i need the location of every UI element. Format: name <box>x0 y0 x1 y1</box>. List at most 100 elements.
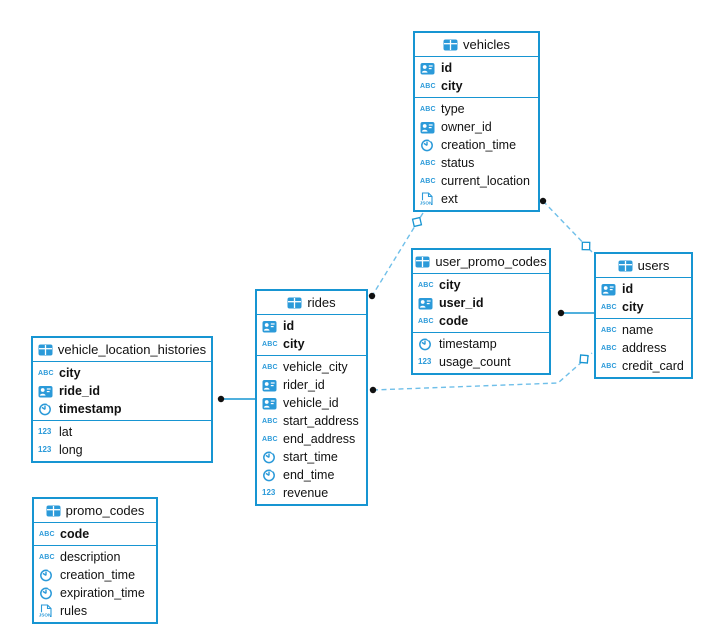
timestamp-icon <box>262 450 279 464</box>
table-header[interactable]: user_promo_codes <box>413 250 549 274</box>
column-name: ext <box>441 192 458 206</box>
column-timestamp[interactable]: timestamp <box>33 400 211 418</box>
relation-dot-marker <box>368 292 376 300</box>
column-name: id <box>283 319 295 333</box>
column-name: type <box>441 102 465 116</box>
timestamp-icon <box>39 586 56 600</box>
table-header[interactable]: rides <box>257 291 366 315</box>
relation-rides-vehicles[interactable] <box>371 212 424 297</box>
column-owner_id[interactable]: owner_id <box>415 118 538 136</box>
column-name: start_address <box>283 414 359 428</box>
column-name: name <box>622 323 654 337</box>
text-icon: ABC <box>601 344 617 352</box>
column-vehicle_id[interactable]: vehicle_id <box>257 394 366 412</box>
table-icon <box>38 344 53 356</box>
column-start_time[interactable]: start_time <box>257 448 366 466</box>
column-id[interactable]: id <box>257 317 366 335</box>
table-header[interactable]: vehicles <box>415 33 538 57</box>
column-name: revenue <box>283 486 329 500</box>
column-user_id[interactable]: user_id <box>413 294 549 312</box>
column-name: rules <box>60 604 88 618</box>
uuid-icon <box>418 297 435 310</box>
column-name: usage_count <box>439 355 511 369</box>
uuid-icon <box>420 62 437 75</box>
relation-dot-marker <box>557 309 565 317</box>
timestamp-icon <box>38 402 55 416</box>
table-header[interactable]: vehicle_location_histories <box>33 338 211 362</box>
timestamp-icon <box>262 468 279 482</box>
column-end_time[interactable]: end_time <box>257 466 366 484</box>
relation-dot-marker <box>539 197 547 205</box>
column-timestamp[interactable]: timestamp <box>413 335 549 353</box>
column-name: long <box>59 443 83 457</box>
table-name: vehicle_location_histories <box>57 342 207 357</box>
number-icon: 123 <box>262 488 276 497</box>
relation-diamond-marker <box>581 241 591 251</box>
column-ride_id[interactable]: ride_id <box>33 382 211 400</box>
table-header[interactable]: users <box>596 254 691 278</box>
column-name: user_id <box>439 296 484 310</box>
column-name: creation_time <box>441 138 517 152</box>
table-name: rides <box>307 295 336 310</box>
relation-diamond-marker <box>579 354 589 364</box>
relation-dot-marker <box>217 395 225 403</box>
text-icon: ABC <box>601 303 617 311</box>
column-name: id <box>441 61 453 75</box>
column-expiration_time[interactable]: expiration_time <box>34 584 156 602</box>
column-id[interactable]: id <box>415 59 538 77</box>
timestamp-icon <box>418 337 435 351</box>
column-name: expiration_time <box>60 586 145 600</box>
relation-vehicles-users[interactable] <box>542 200 593 253</box>
uuid-icon <box>420 121 437 134</box>
column-id[interactable]: id <box>596 280 691 298</box>
uuid-icon <box>262 397 279 410</box>
table-icon <box>443 39 458 51</box>
table-name: promo_codes <box>65 503 145 518</box>
column-revenue[interactable]: 123 revenue <box>257 484 366 502</box>
text-icon: ABC <box>418 317 434 325</box>
table-name: vehicles <box>463 37 510 52</box>
table-header[interactable]: promo_codes <box>34 499 156 523</box>
column-creation_time[interactable]: creation_time <box>34 566 156 584</box>
column-name: description <box>60 550 121 564</box>
column-rider_id[interactable]: rider_id <box>257 376 366 394</box>
column-creation_time[interactable]: creation_time <box>415 136 538 154</box>
